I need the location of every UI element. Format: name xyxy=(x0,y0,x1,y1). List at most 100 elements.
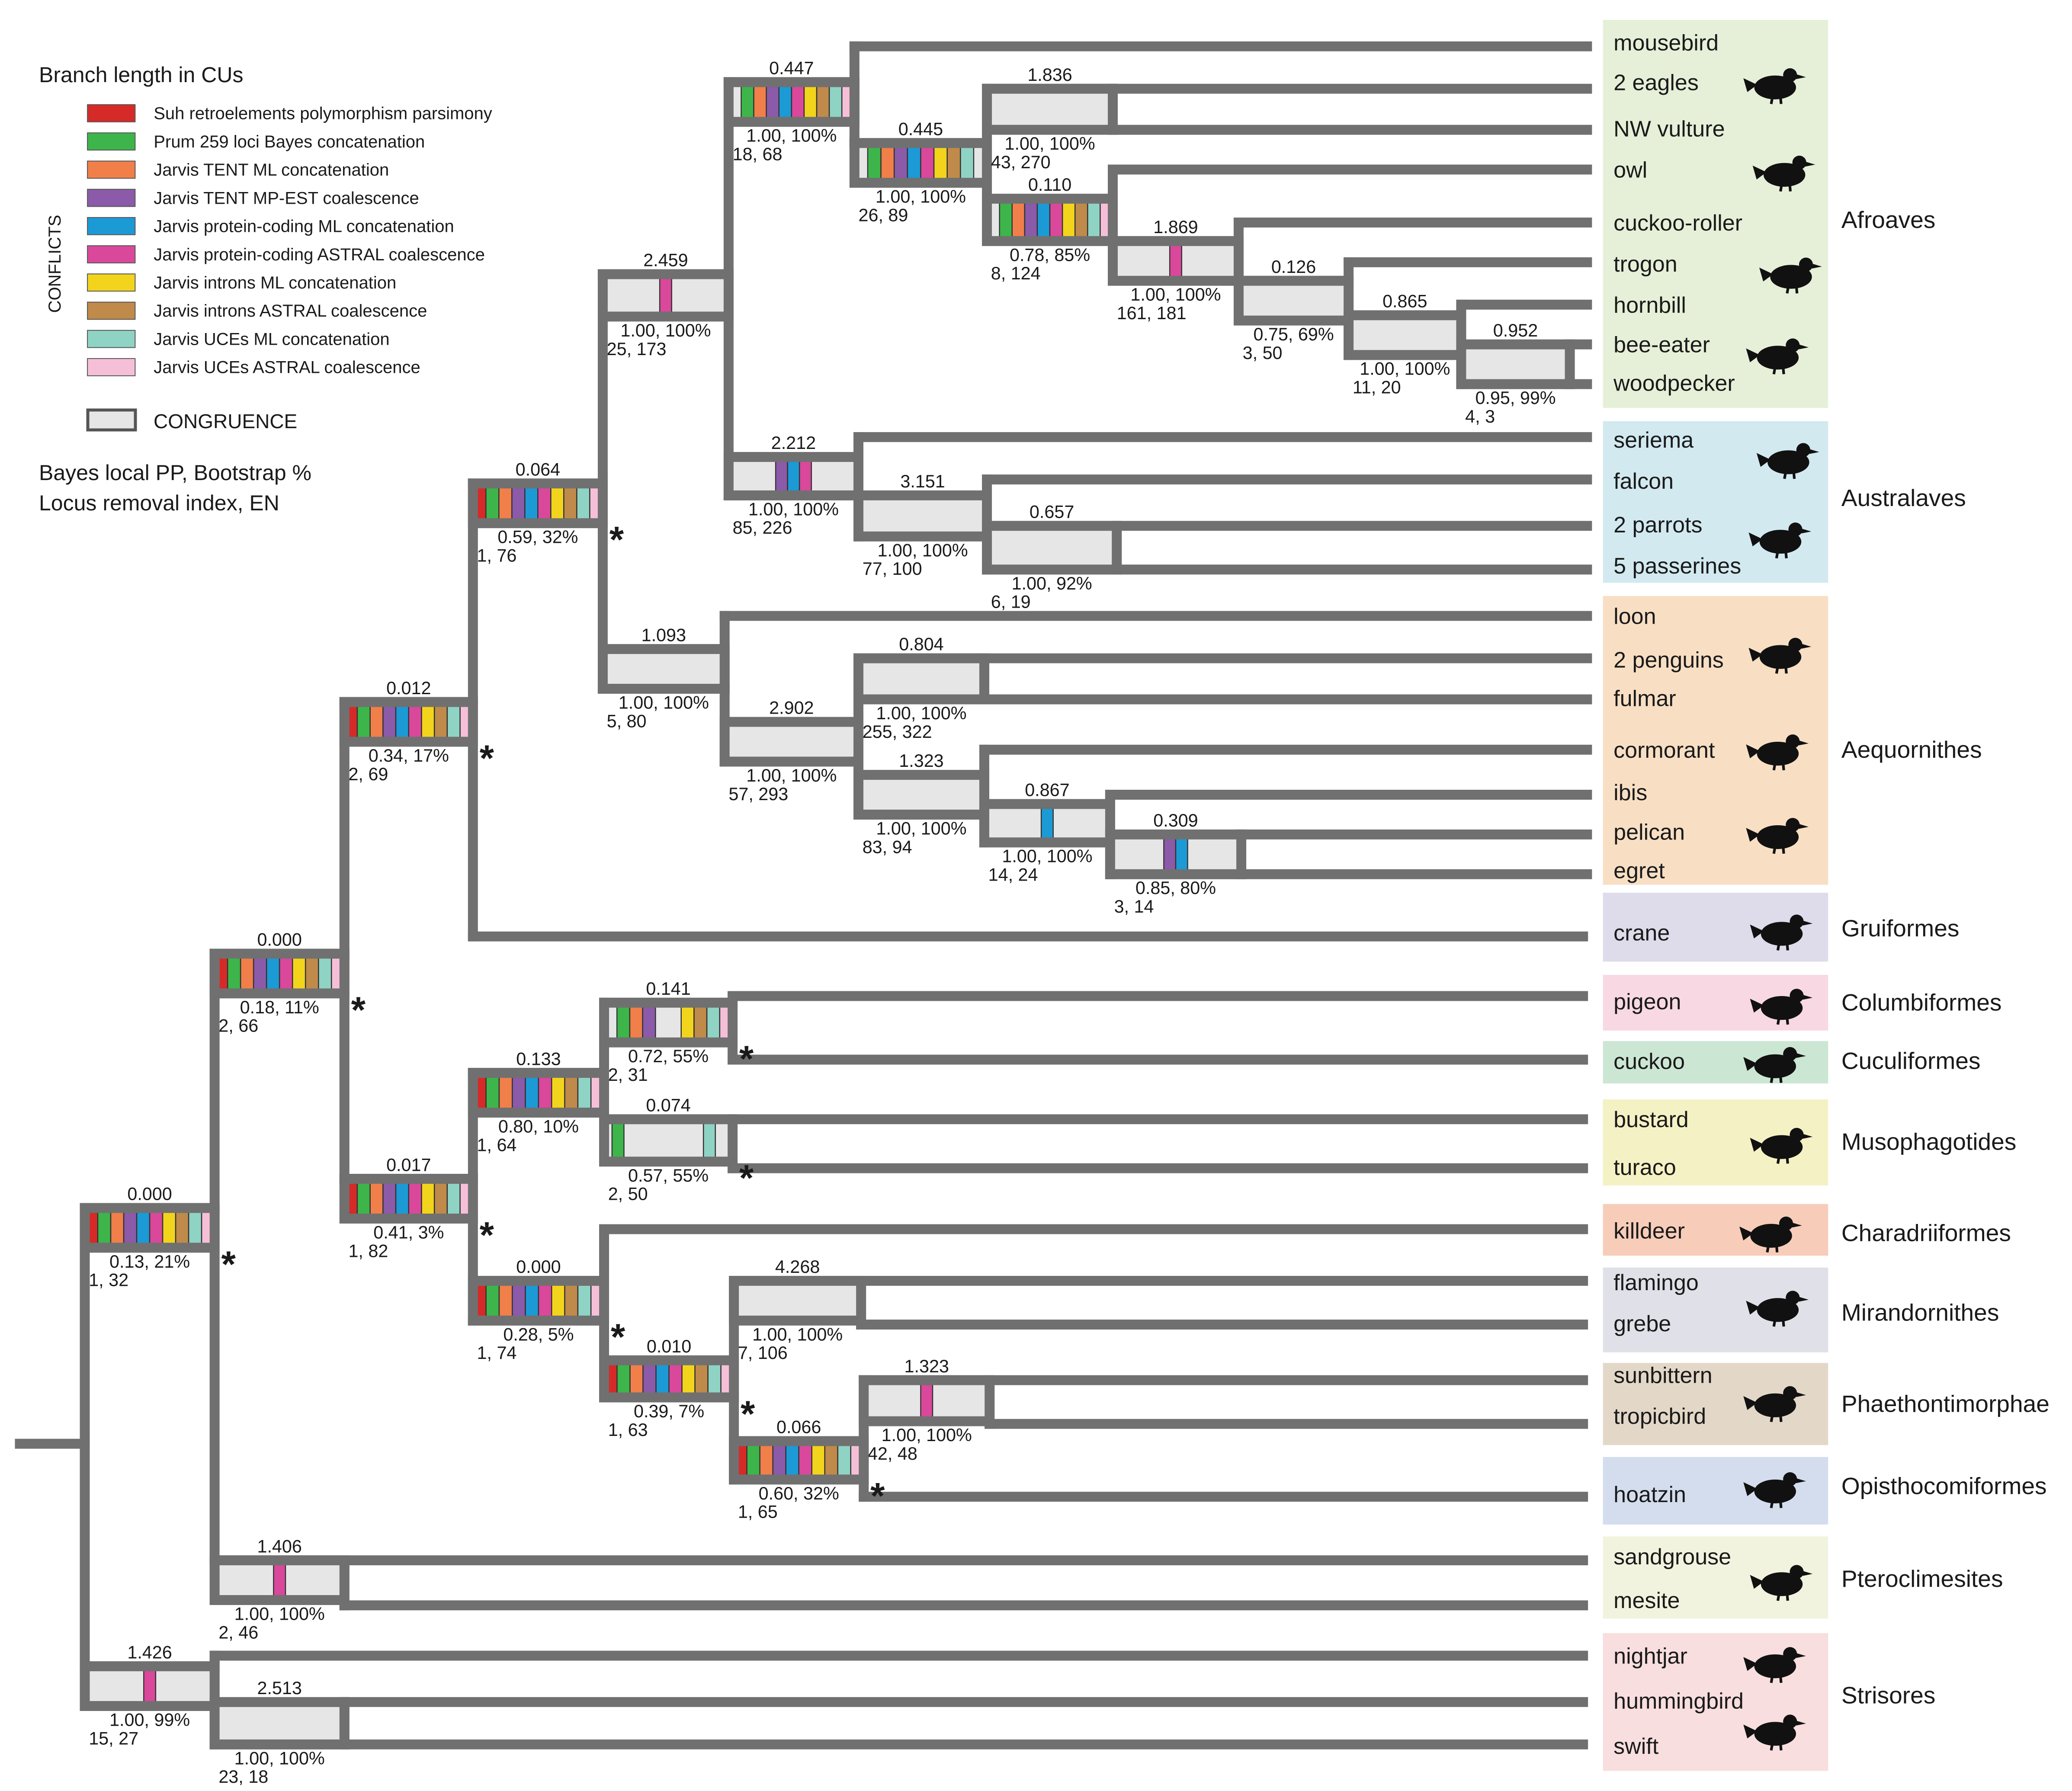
locus-removal-values: 43, 270 xyxy=(991,152,1051,172)
legend-item-label: Jarvis introns ASTRAL coalescence xyxy=(154,301,427,320)
taxon-label: egret xyxy=(1613,858,1665,883)
branch-length-label: 0.017 xyxy=(386,1155,431,1175)
conflict-asterisk: * xyxy=(739,1038,754,1080)
branch-length-label: 2.513 xyxy=(257,1678,301,1698)
conflict-stripe xyxy=(867,142,882,183)
taxon-label: 2 parrots xyxy=(1613,513,1702,538)
conflict-stripe xyxy=(629,1359,644,1398)
conflict-stripe xyxy=(1169,240,1182,282)
branch-length-label: 0.126 xyxy=(1271,257,1316,277)
node-box-outline xyxy=(723,452,863,500)
taxon-label: killdeer xyxy=(1613,1218,1685,1243)
node-box-outline xyxy=(80,1203,220,1253)
penguin-icon xyxy=(1748,638,1812,674)
congruence-box xyxy=(858,658,985,699)
conflict-stripe xyxy=(680,1002,695,1043)
conflict-stripe xyxy=(920,1379,933,1422)
taxon-label: mousebird xyxy=(1613,30,1719,55)
conflict-stripe xyxy=(785,1440,799,1480)
locus-removal-values: 26, 89 xyxy=(859,205,908,225)
conflict-stripe xyxy=(446,701,461,743)
support-key-line1: Bayes local PP, Bootstrap % xyxy=(39,461,311,485)
conflict-stripe xyxy=(551,1072,565,1113)
conflict-stripe xyxy=(798,1440,812,1480)
support-values: 0.78, 85% xyxy=(1010,245,1090,265)
clade-label: Australaves xyxy=(1841,484,1966,511)
conflict-stripe xyxy=(706,1002,721,1043)
node-box-outline xyxy=(1233,276,1354,326)
branch-length-label: 0.141 xyxy=(646,979,690,999)
branch-length-label: 0.074 xyxy=(646,1095,690,1115)
conflict-stripe xyxy=(694,1359,709,1398)
taxon-label: cuckoo xyxy=(1613,1049,1685,1074)
taxon-label: flamingo xyxy=(1613,1270,1699,1295)
seriema-icon xyxy=(1756,443,1819,479)
node-box-outline xyxy=(719,717,863,767)
locus-removal-values: 7, 106 xyxy=(738,1343,788,1363)
conflict-asterisk: * xyxy=(480,1214,494,1256)
conflict-stripe xyxy=(1011,198,1026,242)
congruence-box xyxy=(725,722,859,762)
conflict-stripe xyxy=(799,456,812,496)
conflict-stripe xyxy=(175,1207,189,1249)
conflict-stripe xyxy=(693,1002,708,1043)
support-values: 1.00, 100% xyxy=(748,499,839,519)
congruence-box xyxy=(858,775,985,815)
support-values: 0.72, 55% xyxy=(628,1046,709,1066)
taxon-label: NW vulture xyxy=(1613,116,1725,141)
conflict-asterisk: * xyxy=(351,989,366,1031)
support-values: 0.80, 10% xyxy=(498,1116,579,1136)
conflict-stripe xyxy=(837,1440,851,1480)
support-values: 0.75, 69% xyxy=(1253,324,1334,344)
conflict-stripe xyxy=(746,1440,760,1480)
node-box-outline xyxy=(599,1114,738,1167)
branch-length-label: 0.804 xyxy=(899,634,943,654)
locus-removal-values: 1, 74 xyxy=(477,1343,517,1363)
support-values: 1.00, 100% xyxy=(620,320,711,340)
support-values: 1.00, 92% xyxy=(1012,574,1092,593)
conflict-stripe xyxy=(433,1178,448,1219)
clade-label: Aequornithes xyxy=(1841,736,1982,763)
node-box-outline xyxy=(723,77,860,127)
conflict-stripe xyxy=(421,701,435,743)
locus-removal-values: 255, 322 xyxy=(863,722,932,742)
conflict-stripe xyxy=(227,953,241,994)
clade-label: Strisores xyxy=(1841,1682,1935,1708)
legend-swatch xyxy=(87,104,136,122)
node-box-outline xyxy=(853,490,992,541)
taxon-label: owl xyxy=(1613,157,1647,183)
conflict-stripe xyxy=(946,142,961,183)
conflict-stripe xyxy=(110,1207,125,1249)
node-box-outline xyxy=(849,138,992,188)
clade-label: Columbiformes xyxy=(1841,989,2002,1016)
legend-swatch xyxy=(87,189,136,207)
conflict-stripe xyxy=(1062,198,1076,242)
node-box-outline xyxy=(982,193,1118,246)
conflict-stripe xyxy=(772,1440,786,1480)
conflict-stripe xyxy=(485,1280,500,1321)
conflict-stripe xyxy=(642,1002,656,1043)
locus-removal-values: 161, 181 xyxy=(1117,303,1187,323)
conflict-stripe xyxy=(292,953,306,994)
branch-length-label: 0.010 xyxy=(647,1336,691,1356)
legend-item-label: Jarvis introns ML concatenation xyxy=(154,273,396,292)
bustard-icon xyxy=(1750,1128,1813,1164)
conflict-stripe xyxy=(564,1280,579,1321)
conflict-stripe xyxy=(828,81,843,122)
branch-length-label: 0.110 xyxy=(1028,175,1071,195)
taxon-label: cormorant xyxy=(1613,738,1715,763)
conflict-stripe xyxy=(149,1207,164,1249)
support-values: 1.00, 100% xyxy=(1130,285,1221,304)
node-box-outline xyxy=(209,1697,350,1749)
support-values: 0.28, 5% xyxy=(503,1324,574,1344)
node-box-outline xyxy=(853,653,989,705)
